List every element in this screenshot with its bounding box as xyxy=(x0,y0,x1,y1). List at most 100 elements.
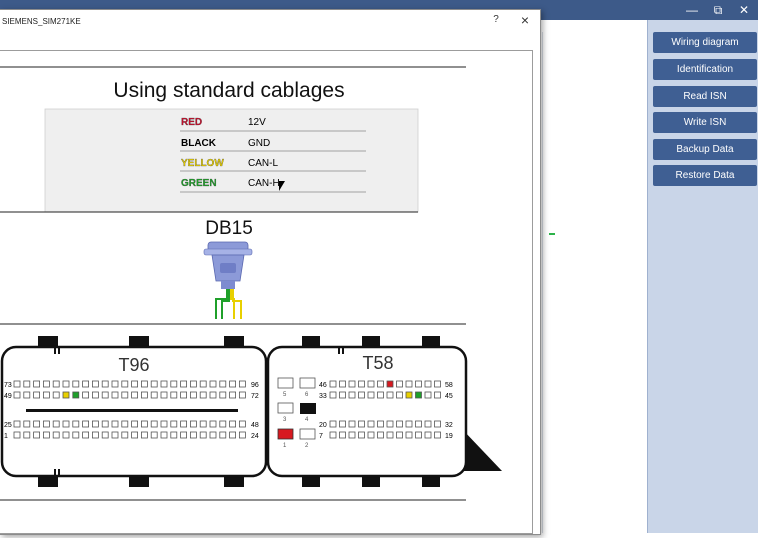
pin xyxy=(160,420,168,428)
pin xyxy=(219,420,227,428)
pin xyxy=(140,380,148,388)
pin xyxy=(424,431,432,439)
pin xyxy=(377,420,384,428)
center-pane xyxy=(542,32,648,533)
read-isn-button[interactable]: Read ISN xyxy=(653,86,757,107)
help-icon[interactable]: ? xyxy=(493,14,499,25)
pin xyxy=(329,391,337,399)
pin xyxy=(434,420,441,428)
wiring-diagram-button[interactable]: Wiring diagram xyxy=(653,32,757,53)
pin xyxy=(23,431,31,439)
close-window-icon[interactable]: ✕ xyxy=(738,3,750,17)
pin xyxy=(405,391,413,399)
pin xyxy=(229,380,237,388)
function-panel: Wiring diagram Identification Read ISN W… xyxy=(647,20,758,533)
t96-pins xyxy=(13,380,246,439)
close-icon[interactable]: × xyxy=(520,12,530,28)
pin xyxy=(189,380,197,388)
pin xyxy=(121,391,129,399)
pin xyxy=(405,380,413,388)
pin xyxy=(150,380,158,388)
wire-signal: 12V xyxy=(248,117,266,128)
pin xyxy=(180,391,188,399)
pin xyxy=(13,420,21,428)
pin xyxy=(209,431,217,439)
write-isn-button[interactable]: Write ISN xyxy=(653,112,757,133)
pin xyxy=(415,380,422,388)
pin xyxy=(405,431,413,439)
pin xyxy=(150,431,158,439)
pin xyxy=(23,380,31,388)
pin-number: 7 xyxy=(319,433,323,440)
pin xyxy=(13,391,21,399)
pin xyxy=(72,391,80,399)
pin-number: 33 xyxy=(319,393,327,400)
wire-color-name: RED xyxy=(181,117,202,128)
pin xyxy=(92,420,99,428)
pin-number: 73 xyxy=(4,382,12,389)
pin xyxy=(92,431,99,439)
pin xyxy=(209,391,217,399)
t96-label: T96 xyxy=(118,355,149,375)
pin xyxy=(377,431,384,439)
pin xyxy=(209,420,217,428)
pin-number: 49 xyxy=(4,393,12,400)
pin xyxy=(111,391,119,399)
pin xyxy=(209,380,217,388)
pin xyxy=(415,420,422,428)
pin xyxy=(348,391,356,399)
pin xyxy=(199,420,207,428)
pin xyxy=(434,380,441,388)
minimize-icon[interactable]: — xyxy=(686,3,698,17)
pin xyxy=(33,380,40,388)
pin xyxy=(111,380,119,388)
pin xyxy=(23,391,31,399)
pin xyxy=(424,420,432,428)
pin-number: 72 xyxy=(251,393,259,400)
pin xyxy=(23,420,31,428)
pin xyxy=(377,391,384,399)
pin xyxy=(150,420,158,428)
pin xyxy=(62,380,70,388)
pin xyxy=(52,380,60,388)
pin xyxy=(396,380,403,388)
pin xyxy=(189,431,197,439)
pin-number: 96 xyxy=(251,382,259,389)
pin xyxy=(101,380,109,388)
pin xyxy=(13,380,21,388)
pin xyxy=(348,420,356,428)
pin xyxy=(160,380,168,388)
restore-icon[interactable]: ⧉ xyxy=(713,3,723,17)
dialog-title: SIEMENS_SIM271KE xyxy=(2,17,81,26)
wiring-diagram: Using standard cablages RED 12V BLACK GN… xyxy=(0,66,502,501)
pin xyxy=(121,431,129,439)
wire-color-name: GREEN xyxy=(181,178,217,189)
pin xyxy=(13,431,21,439)
pin xyxy=(170,420,178,428)
pin xyxy=(238,380,246,388)
pin xyxy=(189,391,197,399)
restore-data-button[interactable]: Restore Data xyxy=(653,165,757,186)
pin xyxy=(434,391,441,399)
t58-label: T58 xyxy=(362,353,393,373)
backup-data-button[interactable]: Backup Data xyxy=(653,139,757,160)
identification-button[interactable]: Identification xyxy=(653,59,757,80)
pin xyxy=(111,431,119,439)
pin xyxy=(396,391,403,399)
pin-number: 24 xyxy=(251,433,259,440)
pin xyxy=(111,420,119,428)
pin xyxy=(72,380,80,388)
pin xyxy=(180,431,188,439)
pin xyxy=(367,380,375,388)
pin xyxy=(434,431,441,439)
wire-signal: GND xyxy=(248,138,270,149)
pin xyxy=(33,420,40,428)
pin xyxy=(238,431,246,439)
pin xyxy=(72,431,80,439)
pin xyxy=(43,431,50,439)
pin-number: 32 xyxy=(445,422,453,429)
pin xyxy=(150,391,158,399)
wire-color-name: YELLOW xyxy=(181,158,224,169)
pin xyxy=(339,420,346,428)
pin xyxy=(358,380,365,388)
